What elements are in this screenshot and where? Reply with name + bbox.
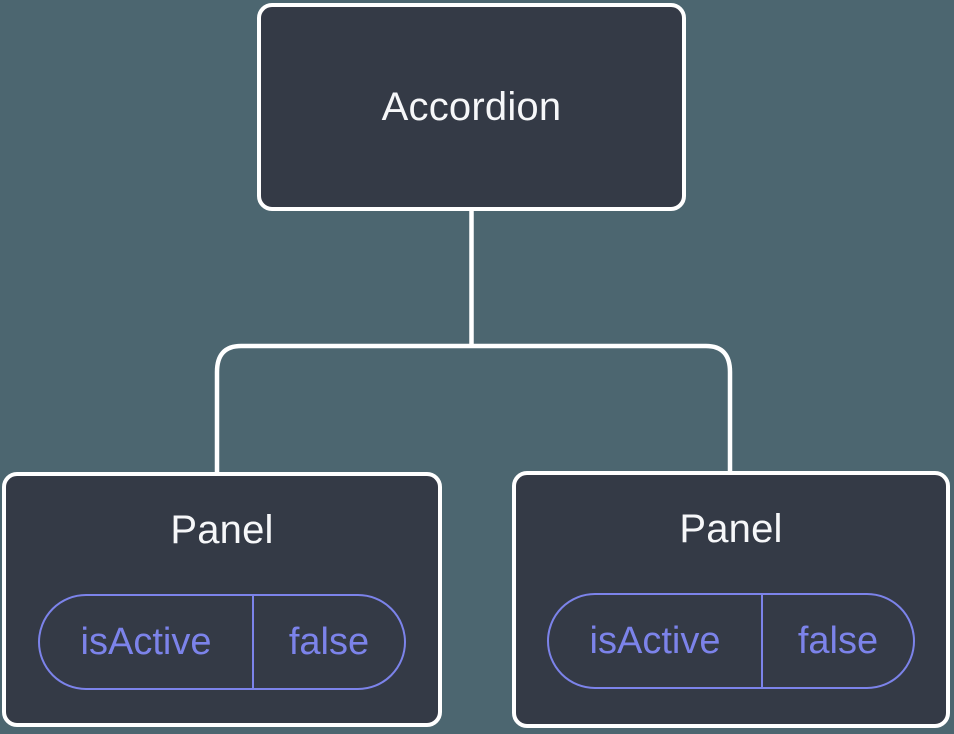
accordion-node: Accordion xyxy=(257,3,686,211)
panel-node-label: Panel xyxy=(679,507,783,551)
panel-node-label: Panel xyxy=(170,508,274,552)
panel-node-left: Panel isActive false xyxy=(2,472,442,727)
accordion-node-label: Accordion xyxy=(381,85,562,129)
state-value: false xyxy=(797,619,879,662)
state-value: false xyxy=(288,620,370,663)
state-key: isActive xyxy=(549,595,763,687)
state-pill: isActive false xyxy=(38,594,406,690)
panel-node-right: Panel isActive false xyxy=(512,471,950,728)
state-key: isActive xyxy=(40,596,254,688)
connector-branch-bracket xyxy=(214,343,733,474)
state-pill: isActive false xyxy=(547,593,915,689)
